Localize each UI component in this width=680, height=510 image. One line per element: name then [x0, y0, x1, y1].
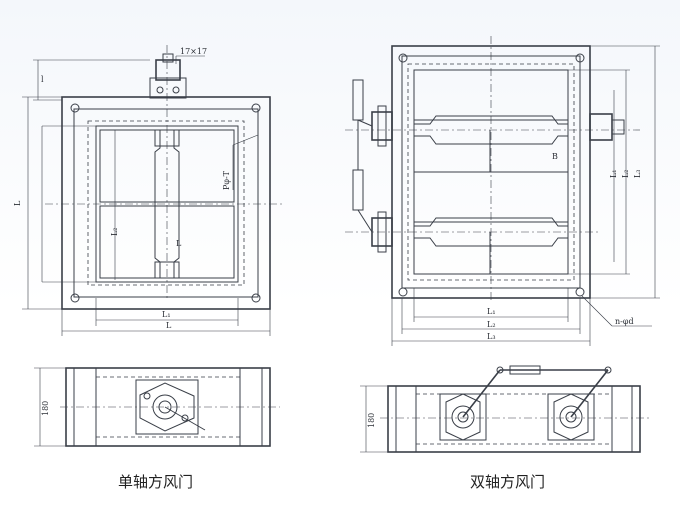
outer-flange [61, 96, 271, 310]
bolt-hole [398, 287, 408, 297]
double-damper-top-view: 180 [360, 365, 650, 453]
left-bearing-upper [371, 111, 393, 141]
leader-line [581, 295, 613, 327]
dim-label-v1: L₁ [609, 169, 618, 178]
dim-label-L: L [13, 200, 22, 206]
actuator-head [155, 59, 181, 81]
flange-size-label: 17×17 [180, 47, 207, 56]
linkage-chain [357, 209, 373, 233]
linkage-chain [357, 119, 373, 127]
bolt-hole [251, 293, 261, 303]
shaft-bearing-1 [451, 405, 475, 429]
dim-label-L1: L₁ [162, 310, 171, 319]
depth-label-double: 180 [367, 413, 376, 428]
double-damper-front-view: B L₃ L₂ L₁ L₁ L₂ L₃ n-φd [345, 36, 660, 346]
right-flange [611, 385, 633, 453]
actuator-flange [139, 382, 195, 432]
caption-double: 双轴方风门 [470, 473, 545, 491]
bolt-hole [575, 287, 585, 297]
dim-label-L-bottom: L [166, 321, 172, 330]
dim-label-v3: L₃ [633, 169, 642, 178]
mount-bolt [143, 392, 151, 400]
actuator-base [149, 77, 187, 99]
lower-shaft [414, 217, 568, 247]
left-bearing-upper-flange [377, 105, 387, 147]
actuator-flange-2 [553, 393, 589, 441]
shaft-core-1 [457, 411, 469, 423]
inner-flange-line [73, 108, 259, 298]
bolt-hole [575, 53, 585, 63]
actuator-bolt [172, 86, 180, 94]
dim-label-v2: L₂ [621, 169, 630, 178]
dim-label-L2: L₂ [487, 320, 496, 329]
center-shaft [154, 130, 180, 278]
lever-arm-1 [462, 369, 501, 418]
hole-spec-label: n-φd [615, 317, 634, 326]
bolt-hole [251, 103, 261, 113]
upper-shaft [414, 115, 568, 145]
dashed-frame [87, 120, 245, 286]
shaft-bearing-2 [559, 405, 583, 429]
inner-L-label: L [176, 239, 182, 248]
actuator-plate [135, 379, 199, 435]
bolt-hole [70, 103, 80, 113]
frame-outline [387, 385, 641, 453]
linkage-rod [352, 79, 364, 121]
actuator-bolt [156, 86, 164, 94]
shaft-core [158, 400, 172, 414]
lever-arm-2 [570, 369, 609, 418]
depth-label-single: 180 [41, 401, 50, 416]
single-damper-top-view: 180 [34, 367, 280, 447]
shaft-foot [154, 261, 180, 279]
hole-note-label: Pφ-T [222, 170, 231, 190]
bolt-hole [398, 53, 408, 63]
dim-label-L1: L₁ [487, 307, 496, 316]
lever-arm [164, 406, 206, 431]
pivot [604, 366, 612, 374]
dim-label-l: l [41, 75, 44, 84]
square-shaft-end [162, 53, 174, 63]
pivot [496, 366, 504, 374]
right-shaft-end [611, 119, 625, 135]
dim-label-L3: L₃ [487, 332, 496, 341]
leader-line [232, 134, 259, 146]
mount-bolt [181, 414, 189, 422]
caption-single: 单轴方风门 [118, 473, 193, 491]
left-flange [395, 385, 417, 453]
bolt-hole [70, 293, 80, 303]
shaft-bearing [152, 394, 178, 420]
turnbuckle [509, 365, 541, 375]
B-label: B [552, 152, 558, 161]
actuator-flange-1 [445, 393, 481, 441]
linkage-rod [352, 169, 364, 211]
single-damper-front-view: l 17×17 L L₂ Pφ-T L L₁ L [13, 45, 285, 336]
right-bearing [589, 113, 613, 141]
dim-label-L2: L₂ [110, 227, 119, 236]
shaft-core-2 [565, 411, 577, 423]
